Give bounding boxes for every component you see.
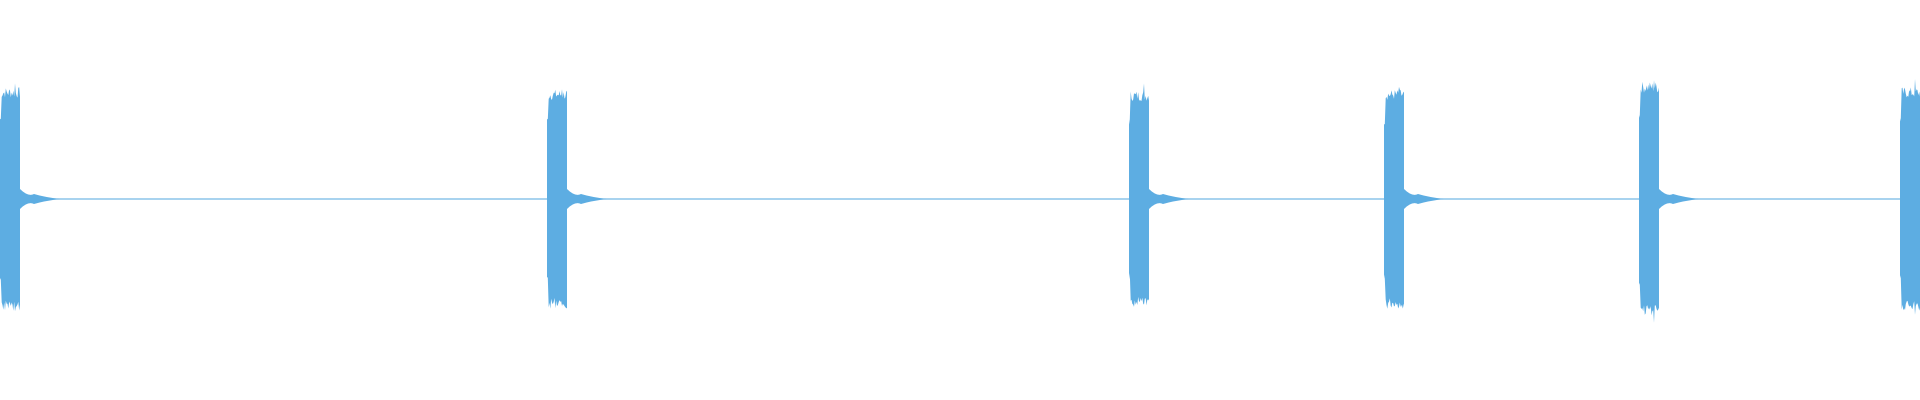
waveform-decay: [20, 189, 60, 209]
waveform-burst: [547, 89, 567, 309]
waveform-burst: [1129, 83, 1149, 307]
waveform-burst: [0, 83, 20, 312]
waveform-decay: [567, 189, 607, 209]
waveform-decay: [1659, 189, 1699, 209]
waveform-decay: [1149, 189, 1189, 209]
waveform-bursts: [0, 79, 1920, 323]
waveform-burst: [1384, 86, 1404, 309]
waveform-burst: [1900, 79, 1920, 315]
waveform-burst: [1639, 80, 1659, 323]
waveform-decay: [1404, 189, 1444, 209]
